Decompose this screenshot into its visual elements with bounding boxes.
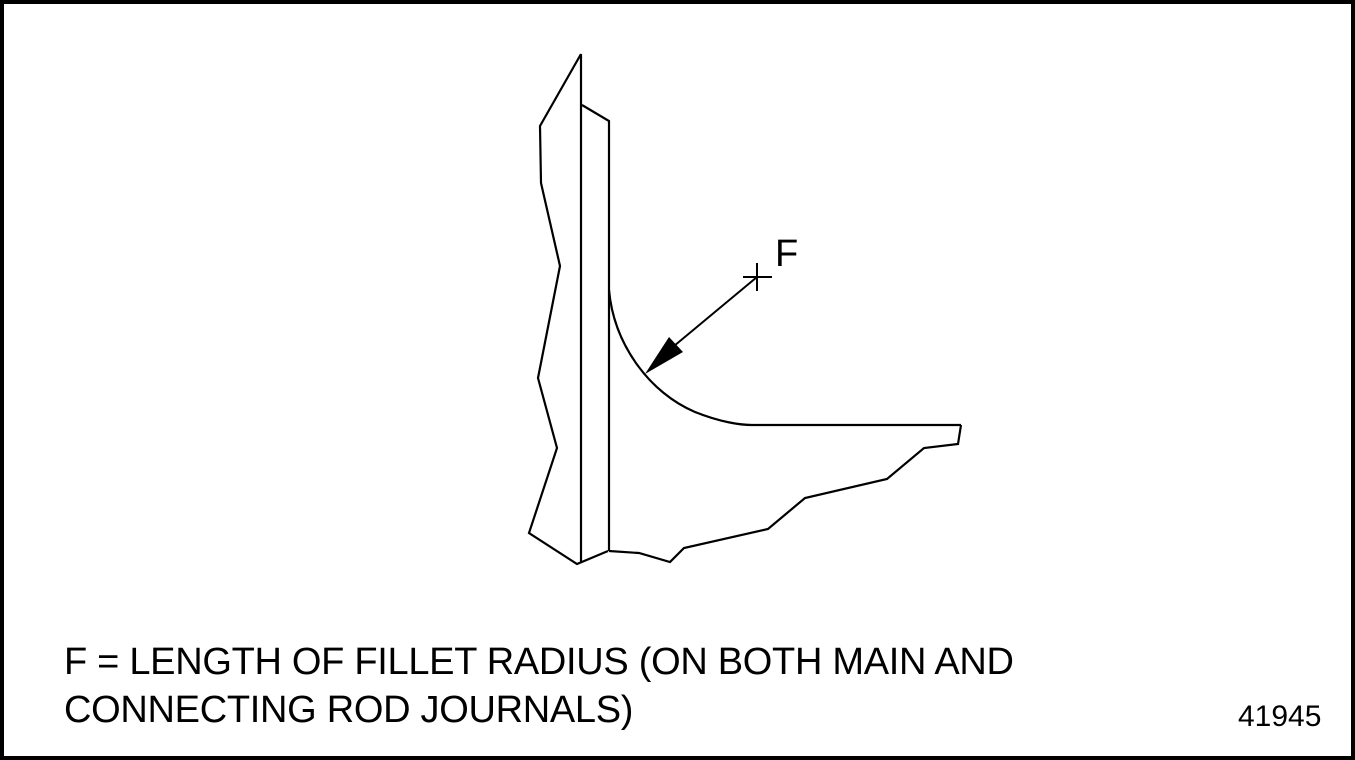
center-cross-icon	[743, 263, 772, 291]
caption-line-2: CONNECTING ROD JOURNALS)	[64, 689, 634, 731]
journal-left-break-outline	[527, 53, 609, 566]
fillet-label: F	[775, 233, 799, 275]
figure-caption: F = LENGTH OF FILLET RADIUS (ON BOTH MAI…	[64, 638, 1014, 734]
radius-leader-line	[667, 276, 758, 352]
fillet-radius-arc	[607, 289, 753, 427]
caption-line-1: F = LENGTH OF FILLET RADIUS (ON BOTH MAI…	[64, 641, 1014, 683]
radius-arrowhead-icon	[645, 337, 683, 374]
figure-number: 41945	[1238, 700, 1322, 733]
web-strip-outline	[581, 104, 611, 551]
lower-break-outline	[608, 424, 963, 564]
